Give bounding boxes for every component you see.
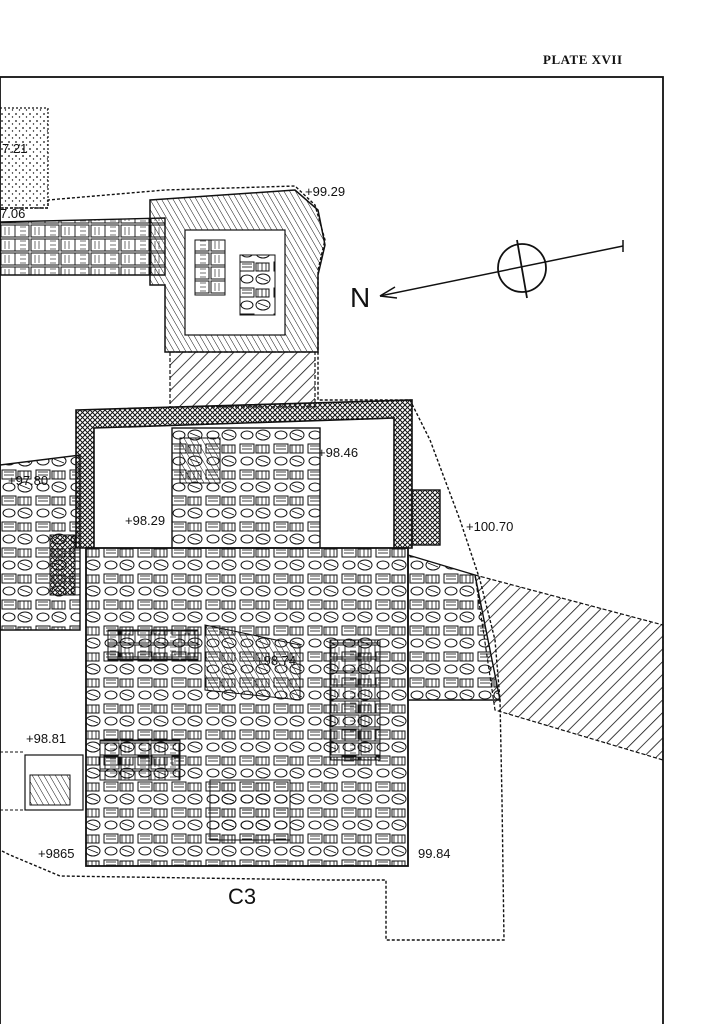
elevation-label: +99.29 [305,184,345,199]
upper-wall [0,217,166,276]
north-arrow-icon [379,239,624,299]
small-left-room [24,754,84,811]
elevation-label: 99.84 [418,846,451,861]
grid-label-c3: C3 [228,884,256,909]
elevation-label: 7.06 [0,206,25,221]
elevation-label: +98.46 [318,445,358,460]
plate-title: PLATE XVII [543,52,623,67]
elevation-label: 7.21 [2,141,27,156]
elevation-label: +98.74 [256,653,296,668]
elevation-label: +98.29 [125,513,165,528]
site-outline [0,185,505,941]
hatched-trench [474,574,664,761]
dotted-area [0,107,49,209]
elevation-label: +97.80 [8,473,48,488]
elevation-label: +98.81 [26,731,66,746]
plate-frame [0,76,664,1024]
elevation-label: +100.70 [466,519,513,534]
hatched-passage [169,351,316,408]
main-wall-crosshatch [75,399,413,549]
north-label: N [350,282,370,313]
elevation-label: +9865 [38,846,75,861]
